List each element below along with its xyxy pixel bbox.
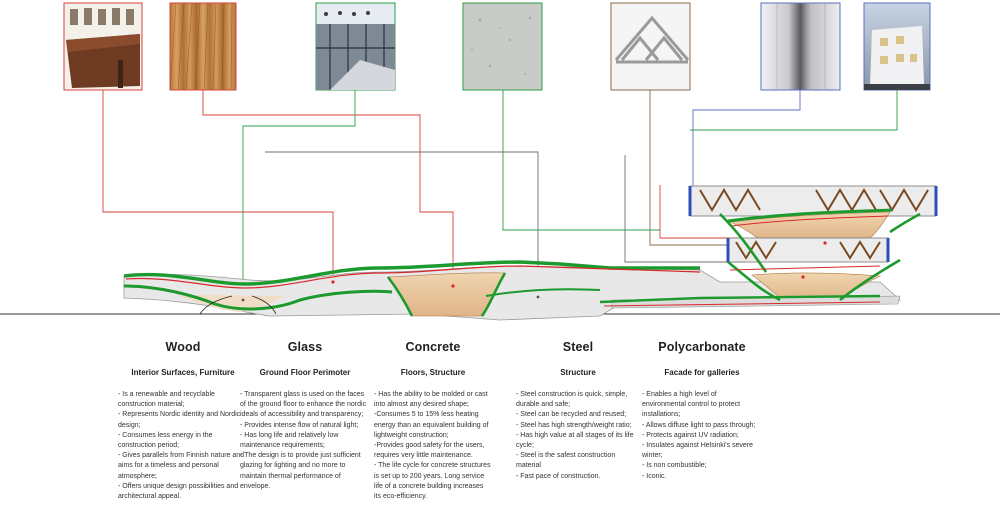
material-subtitle: Ground Floor Perimoter <box>259 368 351 377</box>
swatch-polycarbonate-building <box>863 2 931 91</box>
material-subtitle: Facade for galleries <box>664 368 740 377</box>
list-item: - Represents Nordic identity and Nordic … <box>118 411 241 429</box>
material-subtitle: Floors, Structure <box>400 368 466 377</box>
list-item: - Protects against UV radiation; <box>642 431 739 439</box>
swatch-concrete <box>462 2 543 91</box>
list-item: - Provides intense flow of natural light… <box>240 421 359 429</box>
leader-glass <box>242 90 356 300</box>
list-item: - Has long life and relatively low maint… <box>240 431 339 450</box>
swatch-glass-facade <box>315 2 396 91</box>
material-column-concrete: Concrete Floors, Structure - Has the abi… <box>374 340 492 502</box>
material-column-wood: Wood Interior Surfaces, Furniture - Is a… <box>118 340 248 502</box>
swatch-polycarbonate-panel <box>760 2 841 91</box>
list-item: - The design is to provide just sufficie… <box>240 452 361 490</box>
material-subtitle: Interior Surfaces, Furniture <box>131 368 235 377</box>
leader-lines <box>102 90 898 300</box>
material-title: Polycarbonate <box>658 340 746 354</box>
list-item: - Steel is the safest construction mater… <box>516 452 616 470</box>
list-item: - Transparent glass is used on the faces… <box>240 391 367 419</box>
list-item: - Insulates against Helsinki's severe wi… <box>642 442 754 460</box>
material-column-steel: Steel Structure - Steel construction is … <box>516 340 640 482</box>
material-title: Glass <box>287 340 323 354</box>
leader-steel-1 <box>649 90 740 246</box>
list-item: - Steel construction is quick, simple, d… <box>516 391 628 409</box>
list-item: - The life cycle for concrete structures… <box>374 462 491 501</box>
material-points: - Has the ability to be molded or cast i… <box>374 390 492 502</box>
material-column-polycarbonate: Polycarbonate Facade for galleries - Ena… <box>642 340 762 482</box>
list-item: - Fast pace of construction. <box>516 472 601 480</box>
list-item: - Has the ability to be molded or cast i… <box>374 391 488 409</box>
material-column-glass: Glass Ground Floor Perimoter - Transpare… <box>240 340 370 492</box>
leader-steel-2 <box>624 155 745 263</box>
material-points: - Steel construction is quick, simple, d… <box>516 390 640 482</box>
leader-red-right <box>659 185 740 239</box>
list-item: - Is non combustible; <box>642 462 707 470</box>
list-item: - Gives parallels from Finnish nature an… <box>118 452 245 480</box>
leader-poly-2 <box>690 90 898 131</box>
leader-concrete-2 <box>265 151 539 296</box>
material-points: - Transparent glass is used on the faces… <box>240 390 370 492</box>
material-title: Wood <box>165 340 201 354</box>
list-item: - Enables a high level of environmental … <box>642 391 741 419</box>
material-title: Concrete <box>405 340 461 354</box>
list-item: -Consumes 5 to 15% less heating energy t… <box>374 411 489 439</box>
swatch-steel-truss <box>610 2 691 91</box>
list-item: - Has high value at all stages of its li… <box>516 431 634 450</box>
list-item: - Consumes less energy in the constructi… <box>118 431 213 450</box>
material-subtitle: Structure <box>560 368 596 377</box>
material-points: - Enables a high level of environmental … <box>642 390 762 482</box>
list-item: - Steel can be recycled and reused; <box>516 411 627 419</box>
leader-wood-2 <box>202 90 454 284</box>
leader-wood-1 <box>102 90 334 280</box>
building-section <box>0 185 1000 321</box>
material-title: Steel <box>562 340 594 354</box>
list-item: - Offers unique design possibilities and… <box>118 482 239 501</box>
list-item: - Is a renewable and recyclable construc… <box>118 391 215 409</box>
list-item: - Iconic. <box>642 472 667 480</box>
material-points: - Is a renewable and recyclable construc… <box>118 390 248 502</box>
list-item: - Allows diffuse light to pass through; <box>642 421 756 429</box>
swatch-wood-furniture <box>63 2 143 91</box>
list-item: - Steel has high strength/weight ratio; <box>516 421 632 429</box>
leader-concrete-1 <box>502 90 660 231</box>
list-item: -Provides good safety for the users, req… <box>374 442 485 460</box>
swatch-wood-deck <box>169 2 237 91</box>
leader-poly-1 <box>692 90 801 186</box>
